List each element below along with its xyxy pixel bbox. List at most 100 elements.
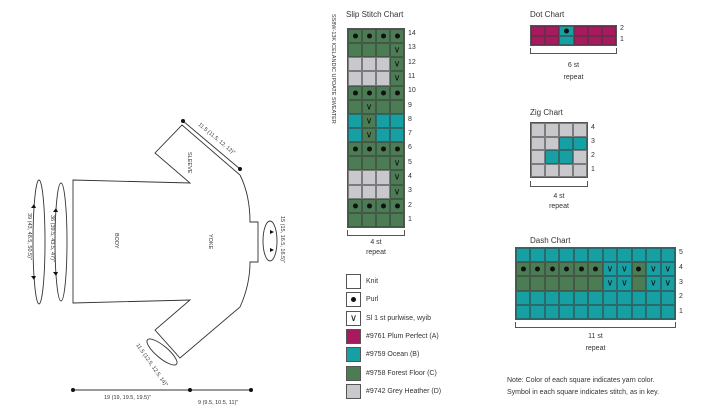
dash-repeat-label: repeat — [585, 345, 606, 352]
chart-cell — [390, 142, 404, 157]
row-number-label: 1 — [620, 35, 624, 43]
chart-cell — [390, 29, 404, 44]
row-number-label: 5 — [679, 249, 683, 257]
chart-cell — [545, 150, 559, 164]
chart-cell — [587, 26, 602, 36]
chart-cell — [516, 304, 531, 319]
chart-cell — [376, 128, 390, 143]
yoke-depth-label: 9 (9.5, 10.5, 11)" — [198, 400, 238, 406]
legend-item: ∨Sl 1 st purlwise, wyib — [346, 310, 431, 326]
chart-cell — [646, 304, 661, 319]
purl-dot-icon — [349, 88, 361, 97]
chart-cell — [348, 156, 362, 171]
purl-dot-icon — [363, 88, 375, 97]
zig-chart — [530, 122, 588, 178]
legend-swatch — [346, 292, 361, 308]
chart-cell — [348, 29, 362, 44]
row-number-label: 5 — [408, 158, 412, 166]
chart-cell — [559, 290, 574, 305]
note-line-1: Note: Color of each square indicates yar… — [507, 377, 655, 384]
legend-item: #9742 Grey Heather (D) — [346, 383, 441, 399]
chart-cell — [362, 156, 376, 171]
chart-cell — [516, 290, 531, 305]
slip-stitch-icon: ∨ — [393, 58, 401, 69]
chart-cell: ∨ — [362, 113, 376, 128]
chart-cell — [376, 99, 390, 114]
slip-repeat-count: 4 st — [370, 239, 382, 246]
chart-cell — [573, 26, 588, 36]
chart-cell — [362, 198, 376, 213]
chart-cell — [348, 170, 362, 185]
chart-cell: ∨ — [390, 71, 404, 86]
row-number-label: 11 — [408, 73, 416, 80]
chart-cell — [646, 248, 661, 263]
dot-chart-title: Dot Chart — [530, 10, 565, 19]
sleeve-length-label: 11.5 (11.5, 12, 12)" — [197, 122, 236, 156]
note-line-2: Symbol in each square indicates stitch, … — [507, 389, 660, 396]
chart-cell — [362, 170, 376, 185]
purl-dot-icon — [349, 145, 361, 154]
chart-cell — [516, 248, 531, 263]
chart-cell — [573, 262, 589, 277]
purl-dot-icon — [377, 201, 389, 210]
chest-outer-label: 39 (43, 48.5, 50.5)" — [26, 213, 32, 260]
chart-cell — [376, 29, 390, 44]
chart-cell — [559, 35, 574, 45]
chart-cell — [376, 142, 390, 157]
chart-cell — [601, 26, 616, 36]
chart-cell: ∨ — [660, 262, 675, 277]
legend-item: Knit — [346, 274, 378, 289]
purl-dot-icon — [560, 265, 572, 274]
chart-cell: ∨ — [390, 184, 404, 199]
chart-cell — [559, 248, 574, 263]
row-number-label: 10 — [408, 87, 416, 95]
body-label: BODY — [113, 233, 119, 249]
slip-stitch-icon: ∨ — [393, 186, 401, 197]
chart-cell — [530, 290, 545, 305]
chart-cell — [559, 26, 574, 36]
slip-stitch-icon: ∨ — [621, 277, 628, 288]
chart-cell — [348, 57, 362, 72]
dash-chart-title: Dash Chart — [530, 236, 571, 245]
purl-dot-icon — [363, 32, 375, 41]
chart-cell — [376, 198, 390, 213]
chart-cell — [362, 71, 376, 86]
chart-cell — [530, 276, 545, 291]
chart-cell — [362, 184, 376, 199]
chart-cell — [348, 212, 362, 227]
legend-label: #9758 Forest Floor (C) — [366, 369, 437, 377]
chart-cell — [587, 35, 602, 45]
neck-label: 15 (15, 16.5, 16.5)" — [279, 216, 285, 263]
legend-swatch — [346, 365, 361, 381]
chart-cell — [531, 150, 545, 164]
chart-cell — [573, 248, 589, 263]
pattern-caption: SS8W-13K ICELANDIC UPDATE SWEATER — [330, 14, 336, 124]
slip-stitch-icon: ∨ — [621, 263, 628, 274]
chart-cell — [602, 304, 618, 319]
chart-cell — [544, 262, 560, 277]
chart-cell — [559, 163, 573, 177]
purl-dot-icon — [560, 26, 572, 35]
chart-cell — [573, 136, 587, 150]
slip-stitch-icon: ∨ — [650, 277, 657, 288]
chart-cell — [631, 262, 647, 277]
legend-swatch — [346, 328, 361, 344]
slip-stitch-icon: ∨ — [393, 157, 401, 168]
purl-dot-icon — [391, 88, 403, 97]
chart-cell — [530, 248, 545, 263]
purl-dot-icon — [377, 32, 389, 41]
row-number-label: 2 — [620, 25, 624, 33]
zig-repeat-label: repeat — [549, 203, 569, 210]
legend-label: Purl — [366, 296, 379, 304]
chart-cell — [588, 262, 603, 277]
chart-cell — [531, 26, 546, 36]
purl-dot-icon — [391, 201, 403, 210]
chart-cell — [646, 290, 661, 305]
chart-cell — [544, 248, 560, 263]
row-number-label: 1 — [679, 307, 683, 315]
chart-cell — [362, 29, 376, 44]
chart-cell — [516, 276, 531, 291]
slip-stitch-icon: ∨ — [393, 44, 401, 55]
chart-cell — [544, 290, 560, 305]
purl-dot-icon — [363, 145, 375, 154]
